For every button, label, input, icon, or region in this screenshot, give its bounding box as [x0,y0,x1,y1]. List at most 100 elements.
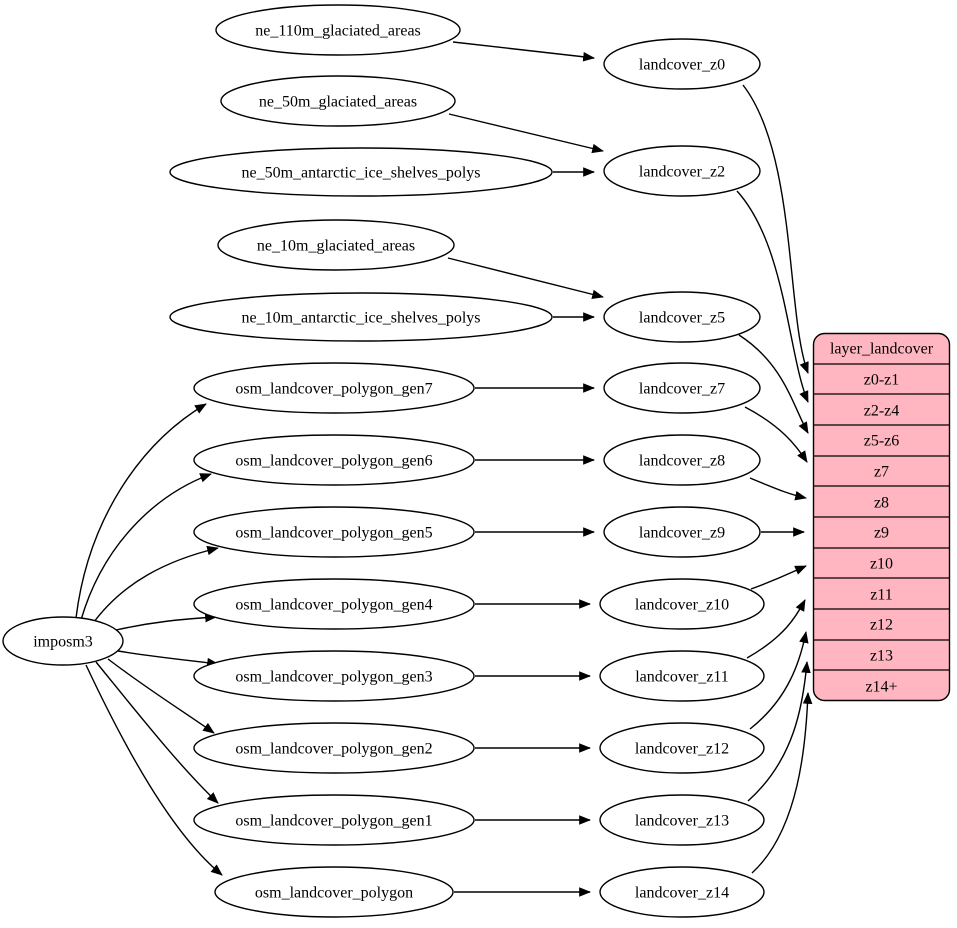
edge-ne110m-z0 [452,41,596,62]
node-osm-landcover-polygon-gen1-shape [193,794,475,846]
node-landcover-z9-label: landcover_z9 [639,525,725,542]
node-landcover-z14-label: landcover_z14 [635,885,729,902]
edge-z10-record [750,565,807,590]
record-row-z12: z12 [870,617,893,634]
node-osm-landcover-polygon-gen6-label: osm_landcover_polygon_gen6 [235,453,432,470]
node-osm-landcover-polygon: osm_landcover_polygon [214,866,454,918]
node-osm-landcover-polygon-shape [214,866,454,918]
edge-z14-record [751,691,813,874]
node-osm-landcover-polygon-gen7-shape [193,362,475,414]
edge-imposm3-gen1 [95,661,219,804]
edge-z11-record [746,599,806,659]
node-layer-landcover-record: layer_landcover z0-z1 z2-z4 z5-z6 z7 z8 … [812,332,951,702]
edge-imposm3-gen2 [107,658,215,734]
node-osm-landcover-polygon-gen2: osm_landcover_polygon_gen2 [193,722,475,774]
node-osm-landcover-polygon-gen5-label: osm_landcover_polygon_gen5 [235,525,432,542]
node-ne-10m-antarctic-ice-shelves-polys-label: ne_10m_antarctic_ice_shelves_polys [241,310,480,327]
node-landcover-z5-label: landcover_z5 [639,310,725,327]
node-landcover-z10-label: landcover_z10 [635,597,729,614]
node-osm-landcover-polygon-gen7: osm_landcover_polygon_gen7 [193,362,475,414]
node-landcover-z0: landcover_z0 [603,38,761,90]
node-landcover-z9: landcover_z9 [603,506,761,558]
node-landcover-z2-shape [603,145,761,197]
node-landcover-z0-label: landcover_z0 [639,57,725,74]
record-row-z11: z11 [870,587,893,604]
node-landcover-z14: landcover_z14 [599,866,765,918]
record-row-z7: z7 [874,464,889,481]
node-ne-10m-glaciated-areas: ne_10m_glaciated_areas [217,219,455,271]
record-row-z5-z6: z5-z6 [864,433,900,450]
record-row-z2-z4: z2-z4 [864,403,900,420]
node-landcover-z13-label: landcover_z13 [635,813,729,830]
node-ne-110m-glaciated-areas-label: ne_110m_glaciated_areas [255,23,421,40]
edge-imposm3-gen4 [115,612,218,631]
record-row-z10: z10 [870,556,893,573]
edge-z8-record [749,477,807,501]
edge-layer [75,41,813,897]
node-landcover-z8: landcover_z8 [603,434,761,486]
node-landcover-z12-shape [599,722,765,774]
node-osm-landcover-polygon-gen1: osm_landcover_polygon_gen1 [193,794,475,846]
record-row-z14plus: z14+ [865,679,897,696]
node-landcover-z11: landcover_z11 [599,650,765,702]
record-row-z9: z9 [874,525,889,542]
node-osm-landcover-polygon-gen3-shape [193,650,475,702]
edge-z2-record [736,190,809,403]
node-landcover-z7-shape [603,362,761,414]
node-osm-landcover-polygon-gen1-label: osm_landcover_polygon_gen1 [235,813,432,830]
node-landcover-z7-label: landcover_z7 [639,381,725,398]
edge-z13-record [747,660,811,802]
node-osm-landcover-polygon-gen6: osm_landcover_polygon_gen6 [193,434,475,486]
record-row-z8: z8 [874,495,889,512]
node-osm-landcover-polygon-gen4-label: osm_landcover_polygon_gen4 [235,597,432,614]
node-landcover-z2-label: landcover_z2 [639,164,725,181]
node-ne-10m-glaciated-areas-shape [217,219,455,271]
node-ne-50m-antarctic-ice-shelves-polys-label: ne_50m_antarctic_ice_shelves_polys [241,165,480,182]
node-ne-50m-antarctic-ice-shelves-polys-shape [169,147,553,197]
edge-imposm3-gen5 [90,545,219,627]
edge-ne10m-glaciated-z5 [447,257,604,299]
node-ne-110m-glaciated-areas: ne_110m_glaciated_areas [215,4,461,56]
node-landcover-z11-shape [599,650,765,702]
node-ne-50m-antarctic-ice-shelves-polys: ne_50m_antarctic_ice_shelves_polys [169,147,553,197]
edge-z7-record [744,406,808,463]
node-imposm3: imposm3 [2,616,124,666]
node-landcover-z7: landcover_z7 [603,362,761,414]
node-ne-50m-glaciated-areas-label: ne_50m_glaciated_areas [259,94,417,111]
edge-z5-record [738,334,809,434]
node-ne-50m-glaciated-areas-shape [220,75,456,127]
edge-z0-record [742,84,809,374]
node-landcover-z8-label: landcover_z8 [639,453,725,470]
node-landcover-z11-label: landcover_z11 [635,669,729,686]
node-imposm3-label: imposm3 [33,634,93,651]
edge-imposm3-gen6 [80,473,212,621]
node-osm-landcover-polygon-gen7-label: osm_landcover_polygon_gen7 [235,381,432,398]
node-osm-landcover-polygon-gen5-shape [193,506,475,558]
node-landcover-z2: landcover_z2 [603,145,761,197]
edge-z12-record [749,631,809,730]
node-ne-110m-glaciated-areas-shape [215,4,461,56]
edge-imposm3-gen3 [117,650,220,668]
node-ne-50m-glaciated-areas: ne_50m_glaciated_areas [220,75,456,127]
edge-ne50m-glaciated-z2 [448,113,604,154]
node-landcover-z9-shape [603,506,761,558]
node-landcover-z10-shape [599,578,765,630]
node-landcover-z12-label: landcover_z12 [635,741,729,758]
node-landcover-z5: landcover_z5 [603,291,761,343]
node-osm-landcover-polygon-gen2-shape [193,722,475,774]
node-ne-10m-antarctic-ice-shelves-polys: ne_10m_antarctic_ice_shelves_polys [169,292,553,342]
record-header-label: layer_landcover [830,341,934,358]
node-landcover-z5-shape [603,291,761,343]
node-landcover-z8-shape [603,434,761,486]
node-osm-landcover-polygon-gen5: osm_landcover_polygon_gen5 [193,506,475,558]
node-imposm3-shape [2,616,124,666]
node-ne-10m-glaciated-areas-label: ne_10m_glaciated_areas [257,238,415,255]
node-landcover-z12: landcover_z12 [599,722,765,774]
node-landcover-z10: landcover_z10 [599,578,765,630]
node-osm-landcover-polygon-gen4: osm_landcover_polygon_gen4 [193,578,475,630]
edge-imposm3-polygon [85,664,223,876]
node-osm-landcover-polygon-label: osm_landcover_polygon [255,885,413,902]
node-osm-landcover-polygon-gen3: osm_landcover_polygon_gen3 [193,650,475,702]
